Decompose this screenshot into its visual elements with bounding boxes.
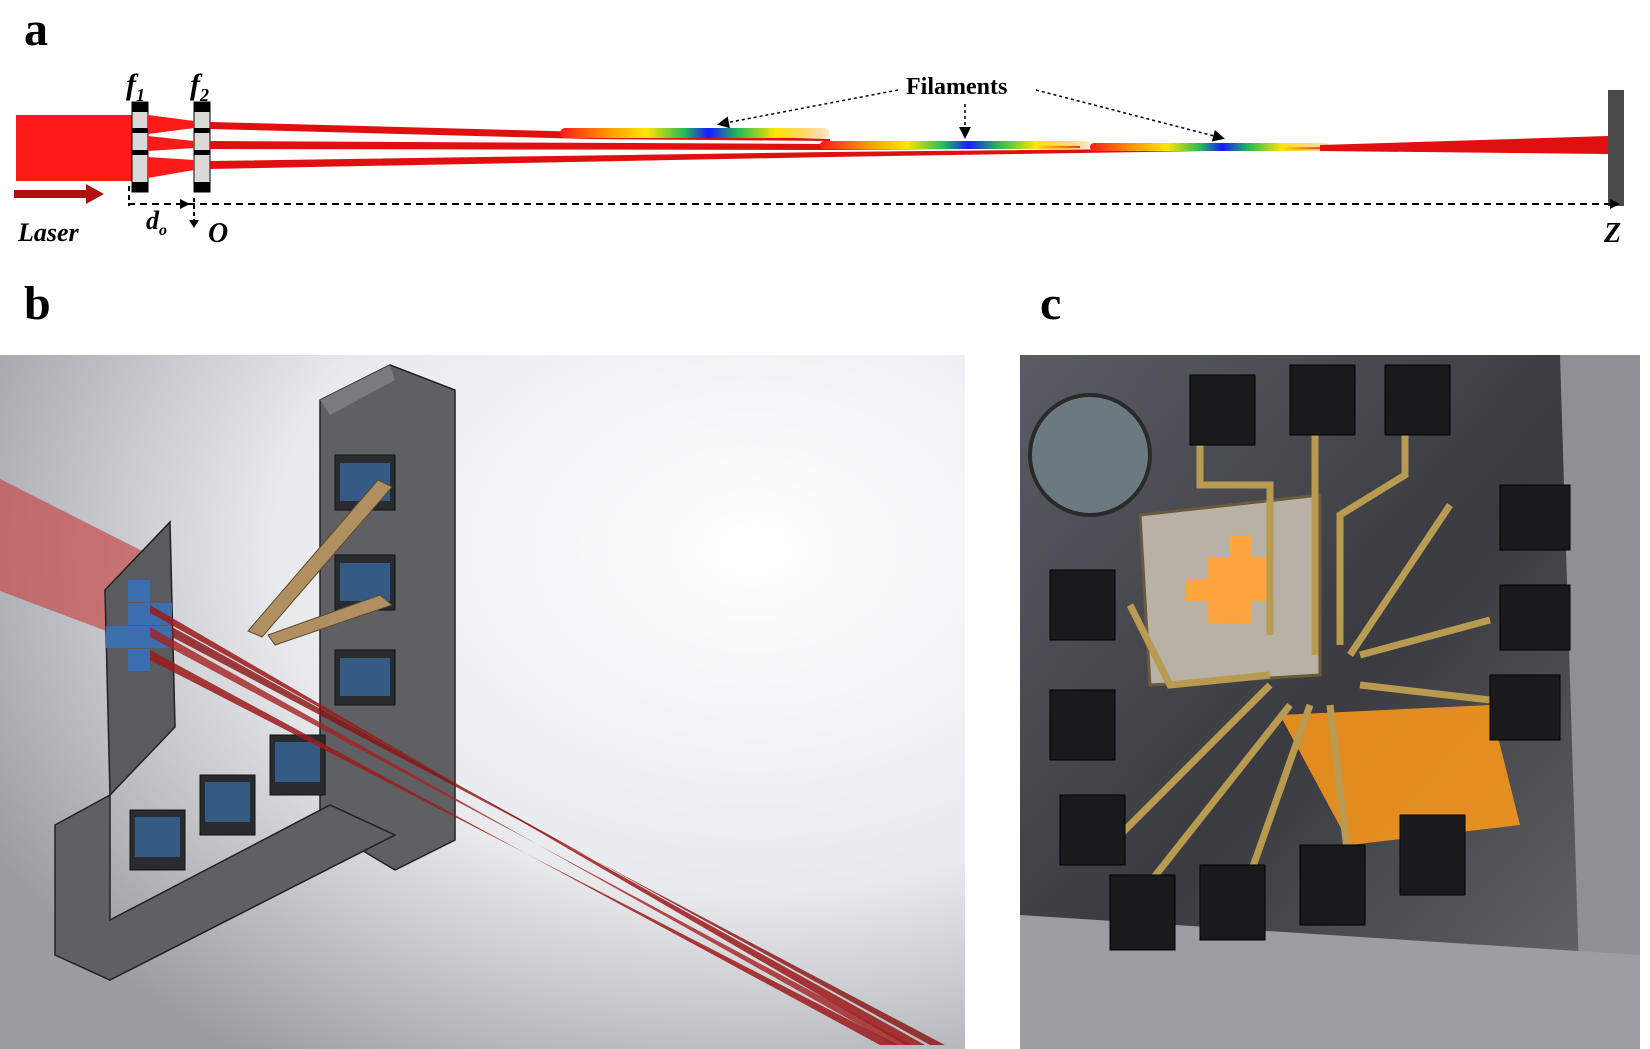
panel-letter-c: c xyxy=(1040,280,1061,328)
laser-beam-block xyxy=(16,115,136,181)
d0-arrowhead xyxy=(180,199,190,209)
beam-segment xyxy=(148,157,194,178)
filament-3 xyxy=(1090,143,1330,151)
render-stage-bottom-2 xyxy=(200,775,255,835)
screen-plate xyxy=(1608,90,1624,206)
filament-1 xyxy=(560,128,830,138)
label-z: Z xyxy=(1604,220,1621,248)
label-d0: do xyxy=(146,208,167,239)
panel-letter-b: b xyxy=(24,280,51,328)
render-stage-bottom-1 xyxy=(130,810,185,870)
beam-segment xyxy=(148,136,194,151)
laser-arrowhead xyxy=(86,184,104,204)
render-stage-lower xyxy=(335,650,395,705)
filament-2 xyxy=(820,141,1090,149)
label-laser: Laser xyxy=(18,220,79,246)
filaments-pointer-left xyxy=(720,90,898,124)
label-origin: O xyxy=(208,220,228,248)
filament-schematic xyxy=(0,0,1650,260)
photo-porthole xyxy=(1030,395,1150,515)
label-f1: f1 xyxy=(126,70,145,104)
render-3d-setup xyxy=(0,355,965,1049)
beam-converged xyxy=(1320,136,1608,154)
photo-experimental-setup xyxy=(1020,355,1640,1049)
label-f2: f2 xyxy=(190,70,209,104)
lens-f2 xyxy=(194,102,210,192)
laser-arrow xyxy=(14,190,88,198)
lens-f1 xyxy=(132,102,148,192)
beam-segment xyxy=(148,115,194,134)
origin-arrowhead xyxy=(189,220,199,228)
filaments-pointer-right xyxy=(1036,90,1222,138)
label-filaments: Filaments xyxy=(906,74,1007,101)
